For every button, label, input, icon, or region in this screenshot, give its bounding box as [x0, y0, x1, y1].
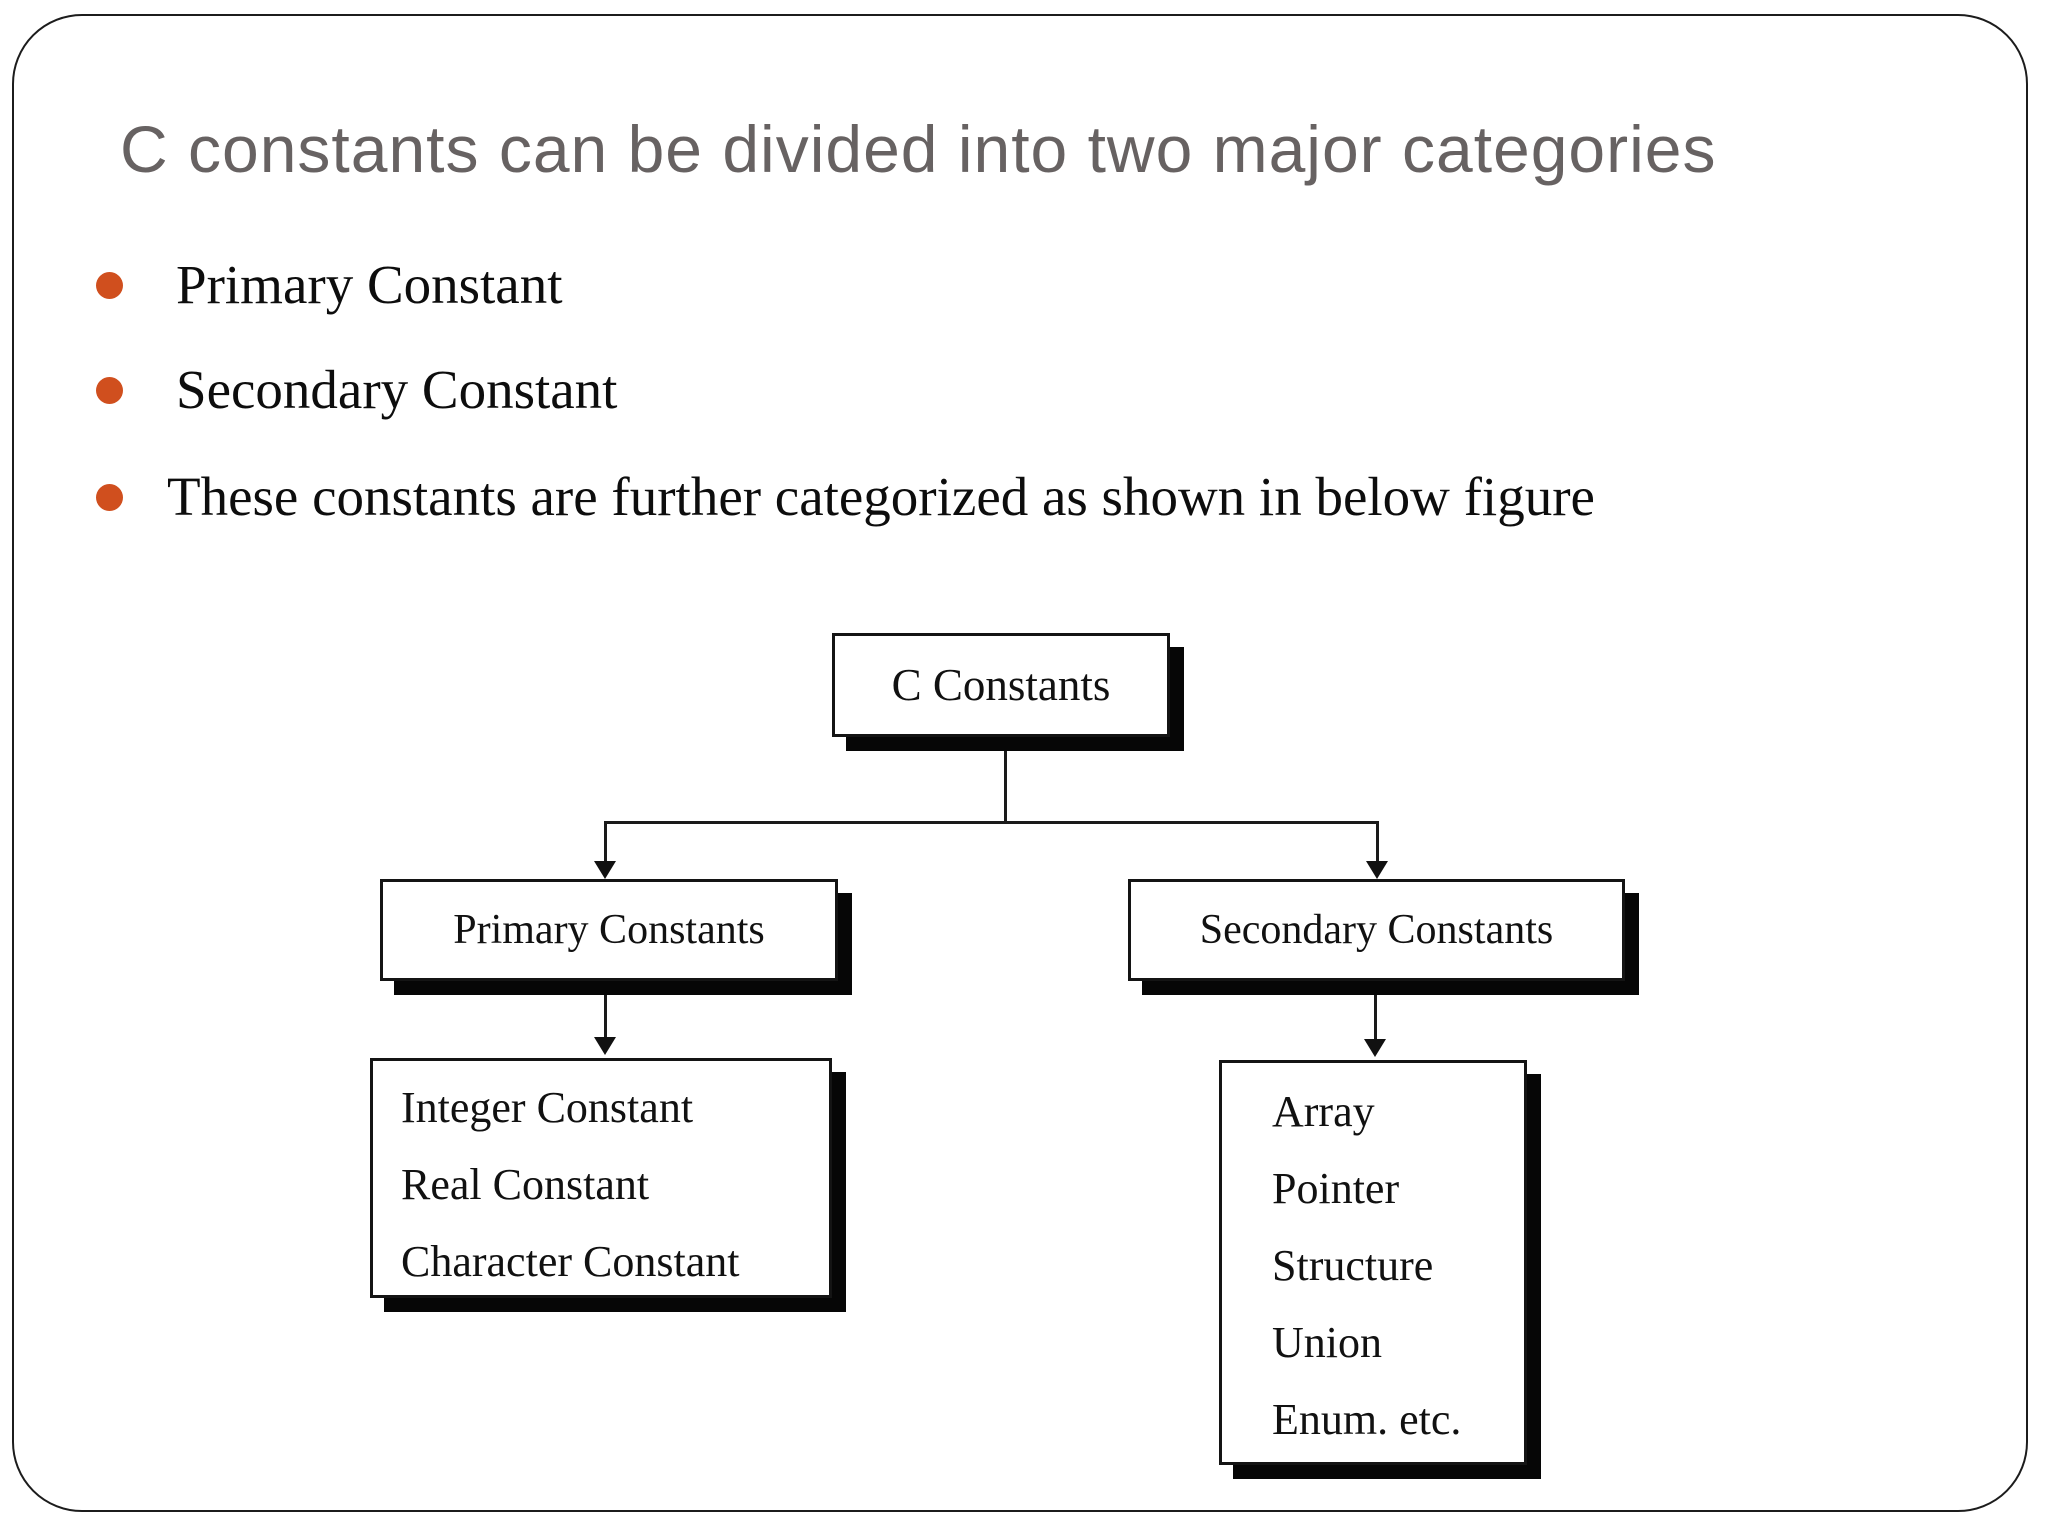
arrow-down-icon: [594, 861, 616, 879]
arrow-down-icon: [594, 1037, 616, 1055]
connector-primary-drop: [604, 981, 607, 1039]
bullet-icon: [96, 271, 123, 299]
box-label: C Constants: [891, 660, 1111, 710]
c-constants-box: C Constants: [832, 633, 1170, 737]
bullet-text: These constants are further categorized …: [167, 466, 1595, 527]
list-item: Pointer: [1272, 1164, 1400, 1213]
list-item: Array: [1272, 1087, 1375, 1136]
primary-constants-box: Primary Constants: [380, 879, 838, 981]
connector-secondary-drop: [1374, 981, 1377, 1039]
connector-left-stub: [604, 821, 607, 863]
connector-right-stub: [1376, 821, 1379, 863]
arrow-down-icon: [1366, 861, 1388, 879]
list-item: Character Constant: [401, 1237, 740, 1286]
list-item: Enum. etc.: [1272, 1395, 1462, 1444]
connector-root-drop: [1004, 737, 1007, 823]
secondary-items-box: Array Pointer Structure Union Enum. etc.: [1219, 1060, 1527, 1465]
bullet-icon: [96, 483, 123, 511]
list-item: Integer Constant: [401, 1083, 694, 1132]
secondary-constants-box: Secondary Constants: [1128, 879, 1625, 981]
page-title: C constants can be divided into two majo…: [120, 112, 1717, 186]
arrow-down-icon: [1364, 1039, 1386, 1057]
connector-horizontal: [604, 821, 1379, 824]
box-label: Secondary Constants: [1199, 907, 1554, 953]
bullet-text: Primary Constant: [176, 254, 563, 315]
bullet-icon: [96, 376, 123, 404]
bullet-item-primary: Primary Constant: [96, 250, 563, 320]
primary-items-box: Integer Constant Real Constant Character…: [370, 1058, 832, 1298]
list-item: Real Constant: [401, 1160, 650, 1209]
bullet-item-further-categorized: These constants are further categorized …: [96, 462, 1595, 532]
box-label: Primary Constants: [453, 907, 765, 953]
list-item: Structure: [1272, 1241, 1434, 1290]
slide-frame: [12, 14, 2028, 1512]
bullet-text: Secondary Constant: [176, 359, 618, 420]
bullet-item-secondary: Secondary Constant: [96, 355, 617, 425]
list-item: Union: [1272, 1318, 1382, 1367]
